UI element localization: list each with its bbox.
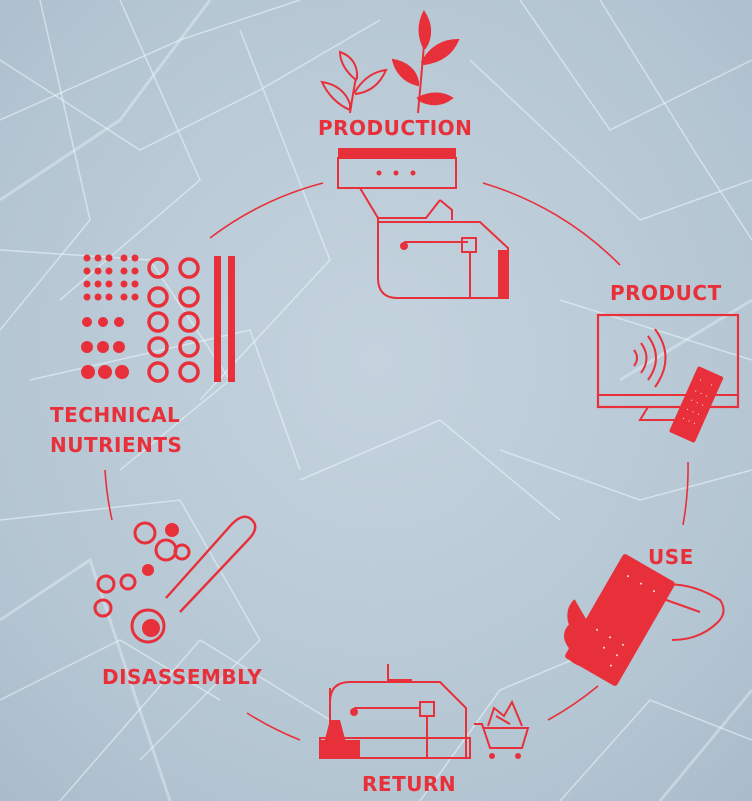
television-with-remote-icon — [596, 313, 740, 443]
ring-arc-use-return — [547, 685, 599, 721]
shopping-cart-icon — [474, 699, 530, 759]
label-product: PRODUCT — [610, 281, 722, 305]
tv-screen — [596, 313, 740, 409]
cycle-ring — [104, 182, 689, 741]
label-return: RETURN — [362, 772, 457, 796]
wrench-handle — [165, 515, 257, 613]
ring-arc-nutrients-production — [209, 182, 324, 239]
ring-arc-product-use — [682, 461, 689, 526]
wrench-with-circles-icon — [93, 515, 257, 644]
label-disassembly: DISASSEMBLY — [102, 665, 263, 689]
ring-arc-return-disassembly — [246, 712, 301, 741]
label-technical-nutrients-line1: TECHNICAL — [50, 403, 181, 427]
remote-control-icon — [669, 366, 724, 443]
machine-with-shopping-cart-icon — [319, 664, 530, 759]
ring-arc-disassembly-nutrients — [104, 469, 113, 521]
label-use: USE — [648, 545, 694, 569]
hopper-machine-icon — [337, 148, 509, 299]
label-production: PRODUCTION — [318, 116, 473, 140]
plant-sprout-small-icon — [320, 50, 388, 114]
hand-holding-remote-icon — [564, 554, 725, 686]
label-technical-nutrients-line2: NUTRIENTS — [50, 433, 183, 457]
dots-and-rings-grid-icon — [81, 254, 235, 383]
ring-arc-production-product — [482, 182, 621, 266]
plant-sprout-large-icon — [391, 10, 460, 114]
production-icon — [320, 10, 509, 299]
